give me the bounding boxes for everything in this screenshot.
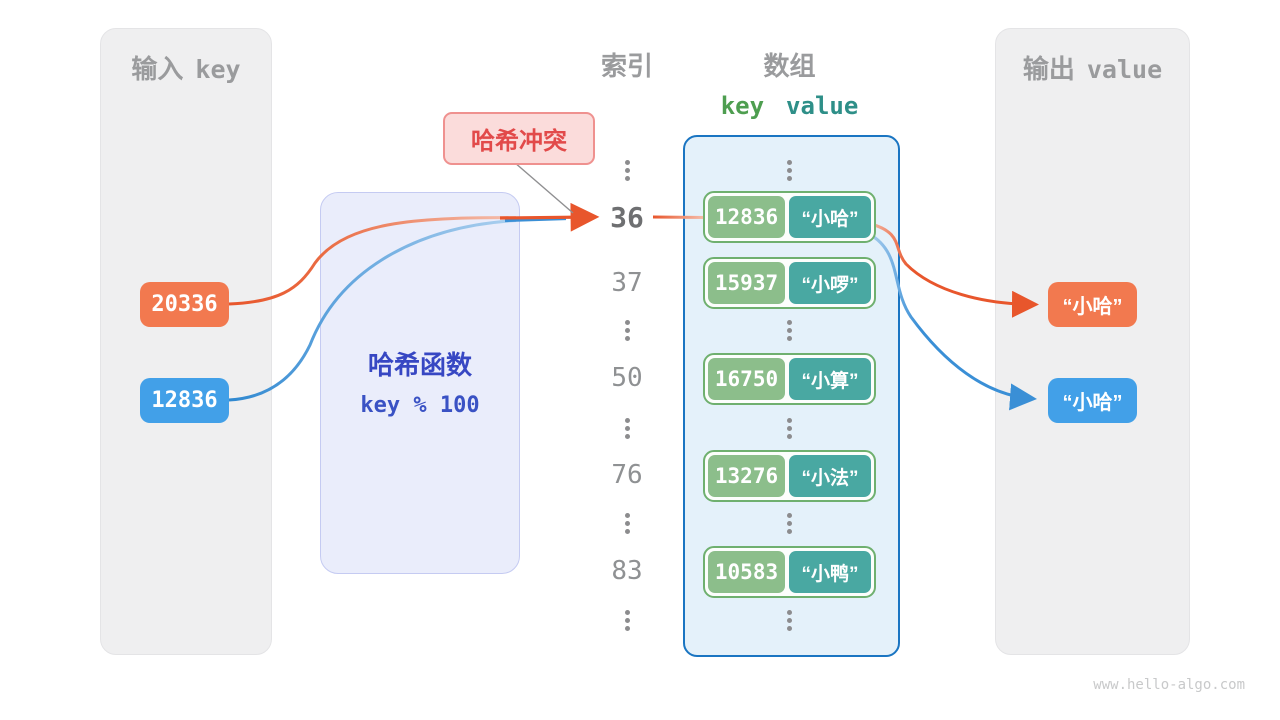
array-row: 15937 “小啰” (703, 257, 876, 309)
array-column-header: 数组 (763, 51, 816, 81)
ellipsis-icon (787, 513, 792, 518)
index-cell-83: 83 (611, 556, 643, 586)
collision-pointer-line (513, 161, 574, 214)
array-row: 13276 “小法” (703, 450, 876, 502)
array-value-cell: “小法” (789, 455, 871, 497)
ellipsis-icon (625, 513, 630, 518)
ellipsis-icon (787, 610, 792, 615)
array-value-cell: “小啰” (789, 262, 871, 304)
ellipsis-icon (787, 160, 792, 165)
value-header-label: value (786, 92, 859, 120)
array-key-cell: 10583 (708, 551, 785, 593)
output-value-orange: “小哈” (1048, 282, 1137, 327)
input-title-cn: 输入 (131, 54, 184, 84)
ellipsis-icon (787, 418, 792, 423)
array-value-cell: “小算” (789, 358, 871, 400)
output-panel: 输出 value (995, 28, 1190, 655)
ellipsis-icon (625, 160, 630, 165)
index-cell-36: 36 (610, 201, 644, 234)
array-key-cell: 13276 (708, 455, 785, 497)
index-cell-76: 76 (611, 460, 643, 490)
output-value-blue: “小哈” (1048, 378, 1137, 423)
array-key-cell: 16750 (708, 358, 785, 400)
input-panel: 输入 key (100, 28, 272, 655)
hash-function-title: 哈希函数 (367, 350, 472, 380)
output-title-code: value (1086, 55, 1163, 84)
output-panel-title: 输出 value (996, 49, 1189, 86)
input-panel-title: 输入 key (101, 49, 271, 86)
array-row: 16750 “小算” (703, 353, 876, 405)
ellipsis-icon (787, 320, 792, 325)
input-key-12836: 12836 (140, 378, 229, 423)
array-value-cell: “小鸭” (789, 551, 871, 593)
ellipsis-icon (625, 320, 630, 325)
index-column-header: 索引 (600, 51, 653, 81)
watermark: www.hello-algo.com (1093, 677, 1245, 693)
input-key-20336: 20336 (140, 282, 229, 327)
array-key-cell: 12836 (708, 196, 785, 238)
ellipsis-icon (625, 610, 630, 615)
array-row: 10583 “小鸭” (703, 546, 876, 598)
array-key-cell: 15937 (708, 262, 785, 304)
hash-function-formula: key % 100 (360, 393, 480, 418)
key-header-label: key (720, 92, 765, 120)
collision-callout: 哈希冲突 (443, 112, 595, 165)
index-cell-50: 50 (611, 363, 643, 393)
output-title-cn: 输出 (1022, 54, 1075, 84)
hash-function-box: 哈希函数 key % 100 (320, 192, 520, 574)
ellipsis-icon (625, 418, 630, 423)
input-title-code: key (195, 55, 241, 84)
array-row: 12836 “小哈” (703, 191, 876, 243)
array-kv-header: key value (683, 92, 896, 120)
index-cell-37: 37 (611, 268, 643, 298)
array-value-cell: “小哈” (789, 196, 871, 238)
